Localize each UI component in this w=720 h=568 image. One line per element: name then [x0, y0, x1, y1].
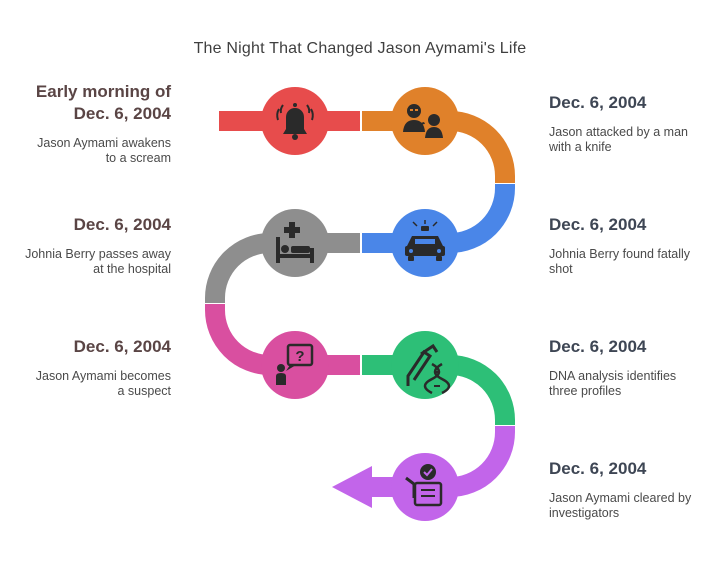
question-person-icon: ? — [276, 343, 314, 385]
police-car-icon — [405, 220, 445, 261]
node-1 — [261, 87, 329, 155]
dna-microscope-icon — [406, 343, 451, 395]
node-7 — [391, 453, 459, 521]
hospital-bed-icon — [276, 222, 314, 263]
event-description: Jason Aymami cleared by investigators — [549, 491, 692, 520]
end-arrow — [332, 466, 372, 508]
event-date: Dec. 6, 2004 — [549, 459, 647, 478]
attacker-icon — [403, 104, 443, 138]
event-description: DNA analysis identifies three profiles — [549, 369, 677, 398]
event-date: Early morning of Dec. 6, 2004 — [35, 82, 171, 123]
event-2-label: Dec. 6, 2004 Jason attacked by a man wit… — [549, 92, 720, 155]
alarm-bell-icon — [276, 103, 314, 140]
node-6 — [391, 331, 459, 399]
event-date: Dec. 6, 2004 — [549, 337, 647, 356]
node-4 — [261, 209, 329, 277]
event-date: Dec. 6, 2004 — [73, 337, 171, 356]
event-4-label: Dec. 6, 2004 Johnia Berry passes away at… — [0, 214, 171, 277]
event-6-label: Dec. 6, 2004 DNA analysis identifies thr… — [549, 336, 720, 399]
event-description: Jason Aymami awakens to a scream — [37, 136, 171, 165]
event-5-label: Dec. 6, 2004 Jason Aymami becomes a susp… — [0, 336, 171, 399]
event-1-label: Early morning of Dec. 6, 2004 Jason Ayma… — [0, 81, 171, 166]
event-description: Johnia Berry passes away at the hospital — [25, 247, 171, 276]
node-5: ? — [261, 331, 329, 399]
node-2 — [391, 87, 459, 155]
svg-text:?: ? — [295, 348, 304, 365]
cleared-checklist-icon — [405, 464, 443, 507]
event-3-label: Dec. 6, 2004 Johnia Berry found fatally … — [549, 214, 720, 277]
event-date: Dec. 6, 2004 — [73, 215, 171, 234]
event-description: Johnia Berry found fatally shot — [549, 247, 691, 276]
event-date: Dec. 6, 2004 — [549, 215, 647, 234]
node-3 — [391, 209, 459, 277]
diagram-title: The Night That Changed Jason Aymami's Li… — [193, 40, 527, 57]
event-description: Jason attacked by a man with a knife — [549, 125, 688, 154]
event-description: Jason Aymami becomes a suspect — [35, 369, 171, 398]
event-date: Dec. 6, 2004 — [549, 93, 647, 112]
event-7-label: Dec. 6, 2004 Jason Aymami cleared by inv… — [549, 458, 720, 521]
